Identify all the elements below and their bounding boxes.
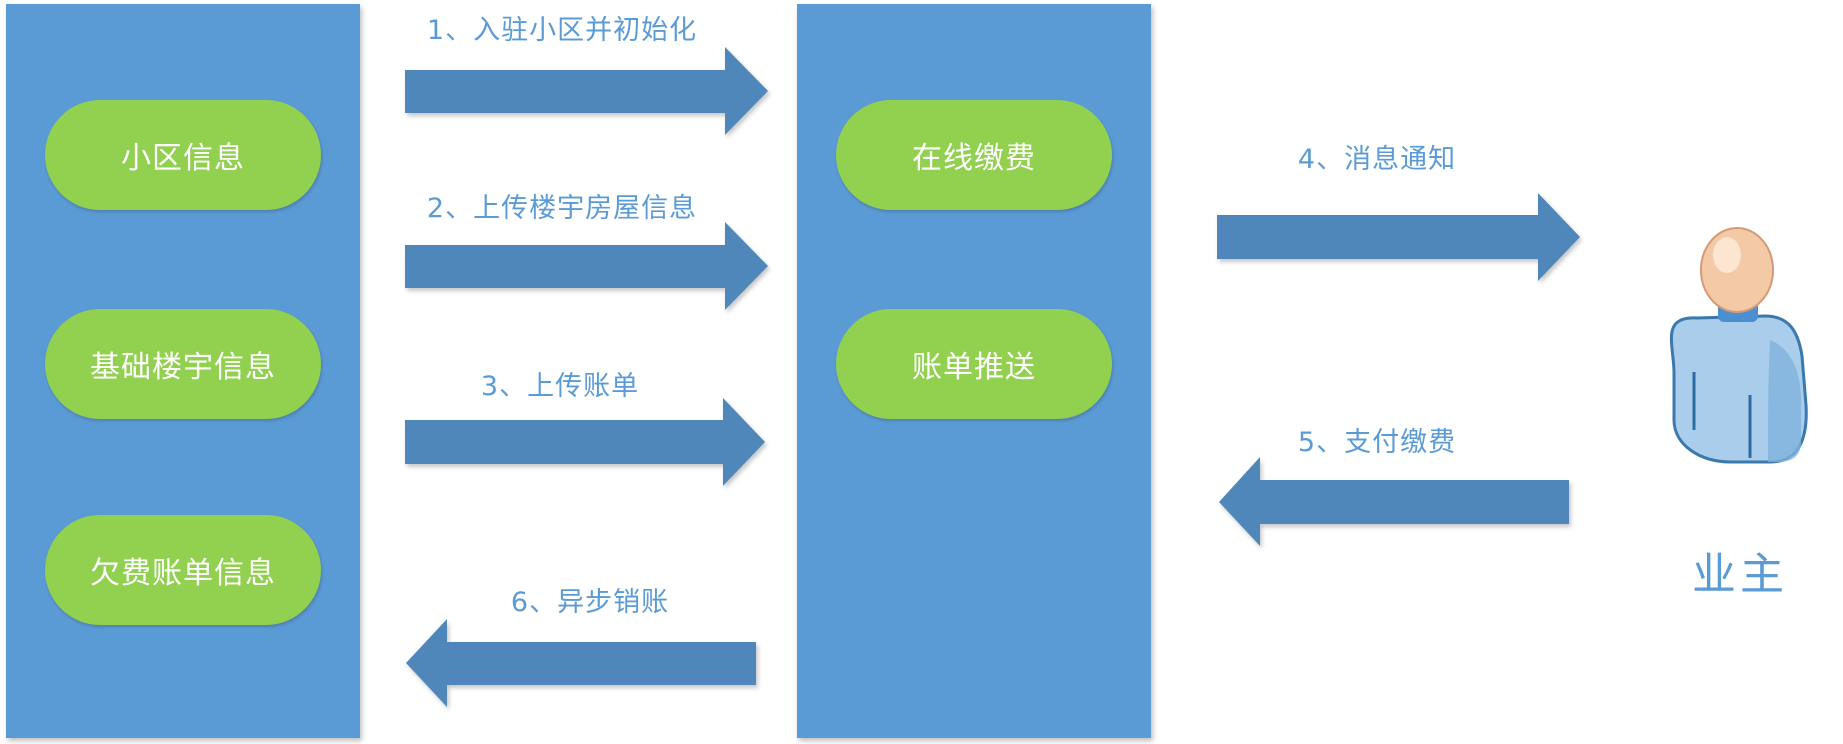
arrow-4-shape — [1217, 193, 1580, 281]
arrow-6-shape — [406, 619, 756, 707]
user-icon — [1669, 227, 1808, 464]
pill-community-info: 小区信息 — [45, 100, 321, 210]
pill-bill-push: 账单推送 — [836, 309, 1112, 419]
arrow-3-shape — [405, 398, 765, 486]
pill-online-payment: 在线缴费 — [836, 100, 1112, 210]
arrow-5-shape — [1219, 457, 1569, 546]
arrow-label-5: 5、支付缴费 — [1297, 427, 1457, 458]
arrow-label-6: 6、异步销账 — [510, 587, 670, 618]
arrow-2-shape — [405, 222, 768, 310]
arrow-label-2: 2、上传楼宇房屋信息 — [426, 193, 698, 224]
arrow-label-3: 3、上传账单 — [480, 371, 640, 402]
arrow-1-shape — [405, 47, 768, 135]
arrow-label-4: 4、消息通知 — [1297, 144, 1457, 175]
arrow-label-1: 1、入驻小区并初始化 — [426, 15, 698, 46]
pill-building-info: 基础楼宇信息 — [45, 309, 321, 419]
pill-arrears-bill-info: 欠费账单信息 — [45, 515, 321, 625]
person-label: 业主 — [1692, 549, 1788, 600]
